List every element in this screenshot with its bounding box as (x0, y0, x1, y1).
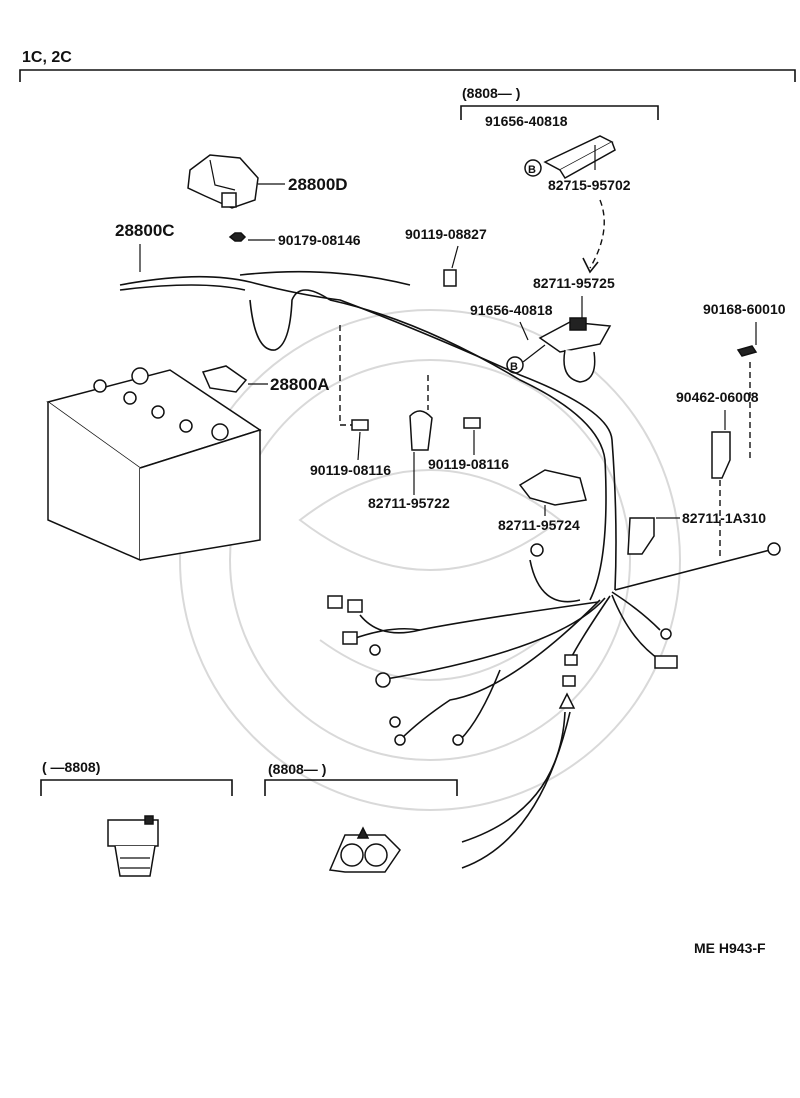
callout-arrow-line (461, 711, 566, 843)
leader-b-mid (522, 344, 546, 363)
battery (46, 367, 262, 562)
leader-bolt-left (357, 431, 361, 461)
leader-90119-08827 (451, 245, 459, 269)
bracket-90462 (711, 431, 731, 479)
part-label-91656-mid: 91656-40818 (470, 302, 553, 318)
wire-harness (119, 270, 771, 741)
dashed-bolt-left (339, 325, 352, 426)
leader-91656-mid (519, 321, 529, 341)
clamp-82711-95725 (538, 317, 612, 383)
part-label-28800C: 28800C (115, 221, 175, 240)
top-range-bracket (460, 105, 659, 120)
connector-old (107, 815, 159, 877)
marker-b-mid-text: B (510, 361, 518, 373)
figure-code: ME H943-F (694, 940, 766, 956)
part-label-90119-08116-right: 90119-08116 (428, 456, 509, 472)
part-label-82715: 82715-95702 (548, 177, 631, 193)
watermark-emblem (179, 309, 681, 811)
part-label-82711-1A310: 82711-1A310 (682, 510, 766, 526)
nut-90179 (228, 232, 247, 242)
part-label-91656-top: 91656-40818 (485, 113, 568, 129)
bolt-90119-left (351, 419, 369, 431)
main-bracket (19, 69, 796, 82)
top-range-label: (8808— ) (462, 85, 520, 101)
bolt-90119-right (463, 417, 481, 429)
harness-connectors (327, 542, 781, 746)
part-label-82711-95724: 82711-95724 (498, 517, 580, 533)
marker-b-top (524, 159, 542, 177)
connector-28800D (187, 154, 259, 209)
bottom-left-bracket (40, 779, 233, 796)
bracket-82715-part (543, 135, 616, 180)
bottom-left-range-label: ( —8808) (42, 759, 100, 775)
connector-new (328, 826, 401, 873)
marker-b-top-text: B (528, 164, 536, 176)
part-label-90168: 90168-60010 (703, 301, 786, 317)
part-label-90119-08116-left: 90119-08116 (310, 462, 391, 478)
bottom-right-range-label: (8808— ) (268, 761, 326, 777)
bottom-right-bracket (264, 779, 458, 796)
clip-82711-95722 (409, 410, 433, 451)
screw-90168 (736, 345, 758, 357)
terminal-28800A (201, 365, 248, 393)
part-label-28800A: 28800A (270, 375, 330, 394)
part-label-90119-08827: 90119-08827 (405, 226, 487, 242)
part-label-90179: 90179-08146 (278, 232, 361, 248)
move-arrow-dashed (589, 199, 605, 269)
move-arrowhead (582, 257, 599, 274)
clamp-82711-1A310 (627, 517, 655, 555)
callout-arrowhead (558, 692, 576, 709)
clamp-82711-95724 (518, 469, 587, 506)
model-label: 1C, 2C (22, 49, 72, 66)
bolt-90119-08827 (443, 269, 457, 287)
part-label-82711-95725: 82711-95725 (533, 275, 615, 291)
part-label-90462: 90462-06008 (676, 389, 759, 405)
part-label-28800D: 28800D (288, 175, 348, 194)
part-label-82711-95722: 82711-95722 (368, 495, 450, 511)
callout-arrow-line-2 (461, 711, 571, 869)
